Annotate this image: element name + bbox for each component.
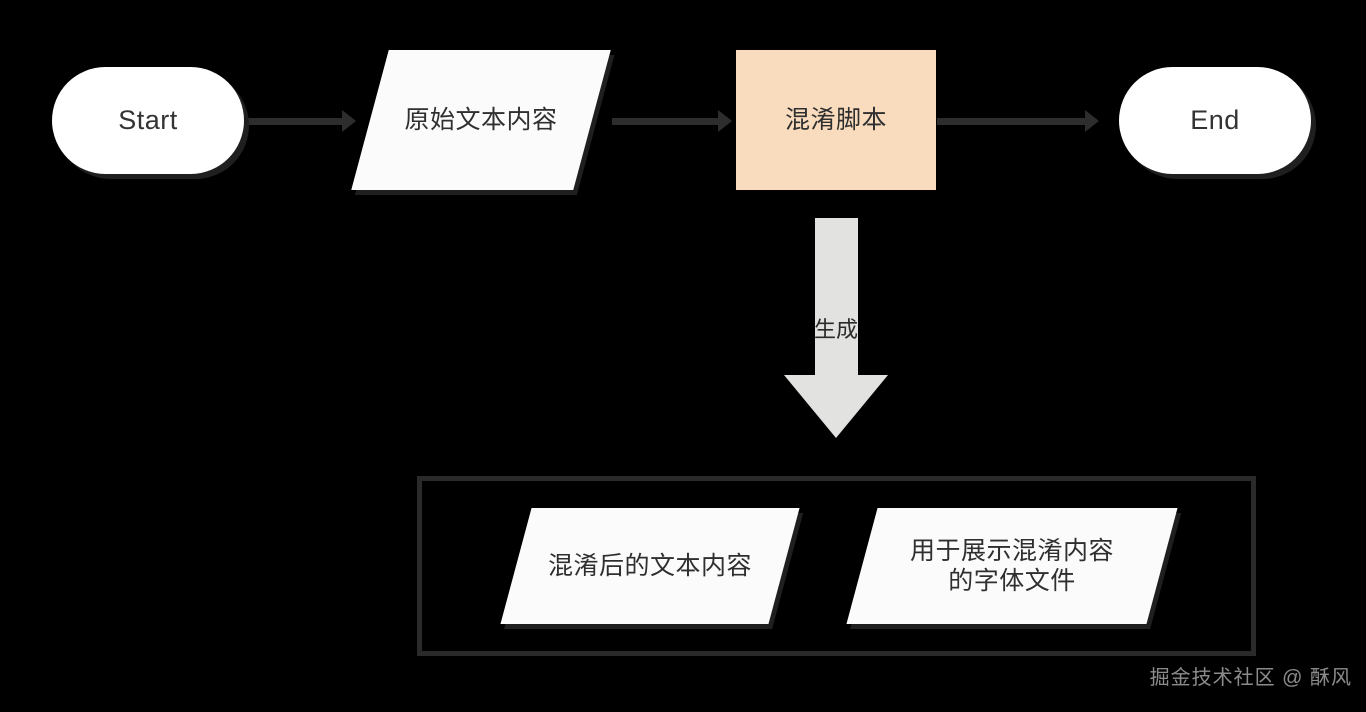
node-font-file-label: 用于展示混淆内容 的字体文件 (909, 536, 1114, 596)
node-font-file[interactable]: 用于展示混淆内容 的字体文件 (846, 508, 1178, 624)
node-end-label: End (1190, 105, 1240, 136)
arrowhead-source-to-script (718, 110, 732, 132)
node-start[interactable]: Start (52, 67, 244, 174)
node-start-label: Start (118, 105, 178, 136)
edge-label-generate: 生成 (813, 317, 858, 342)
block-arrow-shaft (815, 218, 858, 376)
node-obfuscate-script[interactable]: 混淆脚本 (736, 50, 936, 190)
watermark: 掘金技术社区 @ 酥风 (1149, 667, 1352, 689)
connector-script-to-end (937, 118, 1085, 125)
connector-start-to-source (246, 118, 342, 125)
node-obfuscated-text-label: 混淆后的文本内容 (547, 551, 752, 580)
arrowhead-start-to-source (342, 110, 356, 132)
arrowhead-script-to-end (1085, 110, 1099, 132)
node-source-text-label: 原始文本内容 (404, 105, 558, 134)
group-outputs (417, 476, 1256, 656)
block-arrow-head (784, 375, 888, 438)
node-end[interactable]: End (1119, 67, 1311, 174)
connector-source-to-script (612, 118, 718, 125)
node-obfuscate-script-label: 混淆脚本 (784, 105, 887, 134)
node-source-text[interactable]: 原始文本内容 (351, 50, 611, 190)
node-obfuscated-text[interactable]: 混淆后的文本内容 (500, 508, 800, 624)
